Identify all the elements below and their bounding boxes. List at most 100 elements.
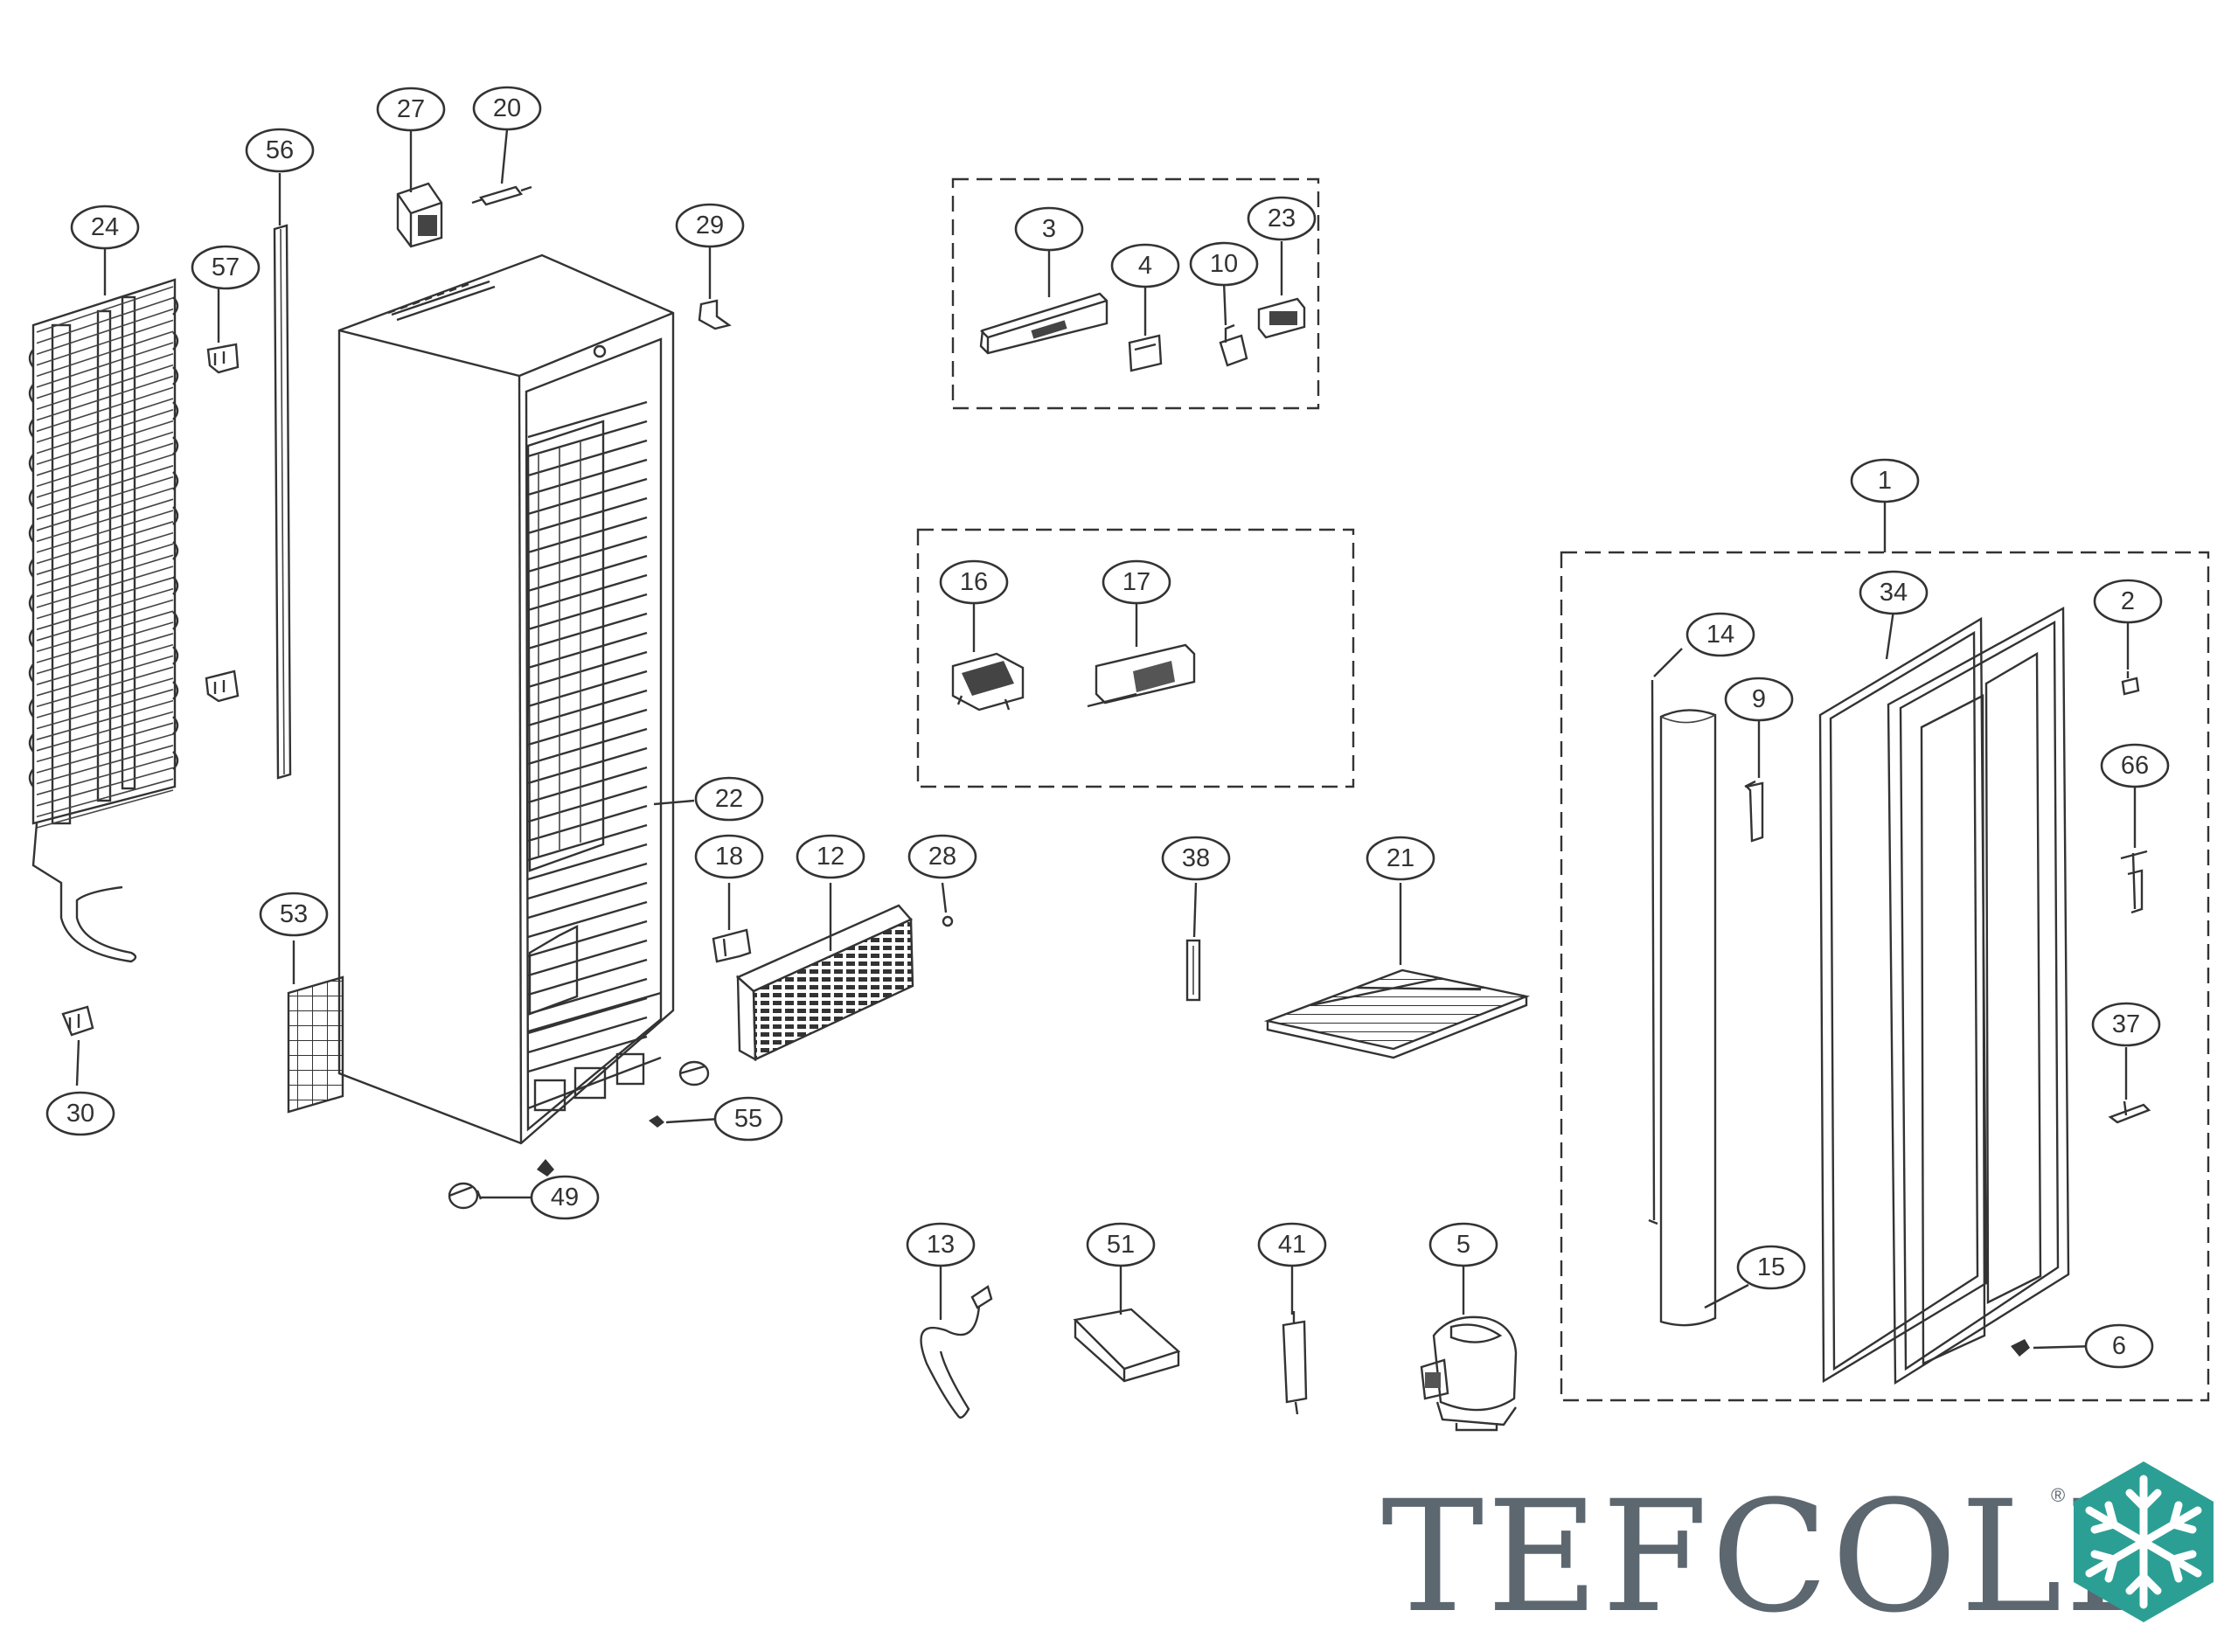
heating-wire-part [1648, 679, 1658, 1225]
callout-17: 17 [1102, 559, 1171, 605]
hinge-assembly-part [2120, 850, 2148, 914]
callout-28: 28 [907, 834, 977, 879]
callout-3: 3 [1014, 206, 1084, 252]
door-gasket-part [1818, 616, 1988, 1384]
filter-drier-part [1282, 1311, 1308, 1415]
svg-text:2: 2 [2121, 587, 2135, 615]
svg-text:12: 12 [817, 843, 844, 871]
svg-text:1: 1 [1878, 467, 1892, 495]
switch-part [1219, 323, 1248, 367]
callout-21: 21 [1366, 836, 1435, 881]
svg-text:9: 9 [1752, 685, 1766, 713]
callout-27: 27 [376, 87, 446, 132]
callout-9: 9 [1724, 677, 1794, 722]
power-cable-part [920, 1285, 993, 1419]
mounting-bracket-part [712, 928, 752, 963]
relay-box-part [396, 182, 443, 248]
svg-text:10: 10 [1210, 250, 1238, 278]
callout-14: 14 [1685, 612, 1755, 657]
fan-motor-part [951, 652, 1025, 711]
wire-shelf-part [1263, 968, 1531, 1059]
bracket-part [698, 299, 732, 330]
callout-4: 4 [1110, 243, 1180, 288]
svg-text:53: 53 [280, 900, 308, 928]
svg-text:56: 56 [266, 136, 294, 164]
svg-text:21: 21 [1387, 844, 1414, 872]
callout-51: 51 [1086, 1222, 1156, 1267]
door-handle-part [1659, 709, 1717, 1327]
callout-1: 1 [1850, 458, 1920, 503]
seal-strip-part [273, 224, 292, 780]
callout-24: 24 [70, 205, 140, 250]
hinge-pin-part [1744, 780, 1764, 843]
callout-16: 16 [939, 559, 1009, 605]
callout-10: 10 [1189, 241, 1259, 287]
hinge-clip-part [61, 1005, 94, 1037]
door-bushing-part [2121, 671, 2140, 696]
callout-18: 18 [694, 834, 764, 879]
callout-22: 22 [694, 776, 764, 822]
callout-2: 2 [2093, 579, 2163, 624]
snowflake-icon [2074, 1461, 2214, 1622]
display-cover-part [1128, 334, 1163, 372]
svg-text:51: 51 [1107, 1231, 1135, 1259]
svg-text:34: 34 [1880, 579, 1908, 607]
callout-20: 20 [472, 86, 542, 131]
svg-text:22: 22 [715, 785, 743, 813]
foot-roller-part [649, 1060, 710, 1128]
svg-text:37: 37 [2112, 1010, 2140, 1038]
callout-29: 29 [675, 203, 745, 248]
callout-57: 57 [191, 245, 261, 290]
control-panel-part [979, 292, 1109, 355]
callout-34: 34 [1859, 570, 1929, 615]
svg-text:17: 17 [1122, 568, 1150, 596]
bracket-clip-part [205, 343, 240, 703]
callout-56: 56 [245, 128, 315, 173]
svg-text:24: 24 [91, 213, 119, 241]
callout-49: 49 [530, 1175, 600, 1220]
group-box-door [1560, 551, 2210, 1402]
group-box-controls [951, 177, 1320, 410]
callout-labels: 24 57 56 27 20 29 53 30 49 55 22 18 12 2… [45, 86, 2170, 1369]
svg-text:6: 6 [2112, 1332, 2126, 1360]
callout-41: 41 [1257, 1222, 1327, 1267]
screw-part [942, 915, 954, 927]
callout-37: 37 [2091, 1002, 2161, 1047]
brand-logo: TEFCOLD ® [1381, 1461, 2214, 1647]
cabinet-part [337, 253, 675, 1145]
compressor-part [1420, 1315, 1518, 1432]
callout-13: 13 [906, 1222, 976, 1267]
svg-text:20: 20 [493, 94, 521, 122]
adjustable-foot-part [448, 1159, 554, 1210]
callout-23: 23 [1247, 196, 1317, 241]
brand-wordmark: TEFCOLD [1381, 1468, 2191, 1647]
callout-5: 5 [1428, 1222, 1498, 1267]
svg-text:15: 15 [1757, 1253, 1785, 1281]
leader-lines [75, 128, 2137, 1350]
svg-text:55: 55 [734, 1105, 762, 1133]
svg-text:41: 41 [1278, 1231, 1306, 1259]
thermostat-part [1257, 297, 1306, 339]
sensor-part [471, 185, 532, 206]
svg-text:4: 4 [1138, 252, 1152, 280]
callout-6: 6 [2084, 1323, 2154, 1369]
callout-55: 55 [713, 1096, 783, 1142]
drip-tray-part [1073, 1308, 1181, 1383]
callout-53: 53 [259, 892, 329, 937]
svg-text:16: 16 [960, 568, 988, 596]
svg-text:13: 13 [927, 1231, 955, 1259]
svg-text:27: 27 [397, 95, 425, 123]
fan-shroud-part [1087, 643, 1196, 708]
svg-text:3: 3 [1042, 215, 1056, 243]
callout-30: 30 [45, 1091, 115, 1136]
registered-mark: ® [2051, 1484, 2065, 1506]
svg-text:5: 5 [1456, 1231, 1470, 1259]
shelf-support-part [1185, 939, 1201, 1002]
svg-text:29: 29 [696, 212, 724, 239]
svg-text:14: 14 [1706, 621, 1734, 649]
callout-12: 12 [796, 834, 865, 879]
svg-text:49: 49 [551, 1183, 579, 1211]
svg-text:18: 18 [715, 843, 743, 871]
svg-text:57: 57 [212, 253, 240, 281]
